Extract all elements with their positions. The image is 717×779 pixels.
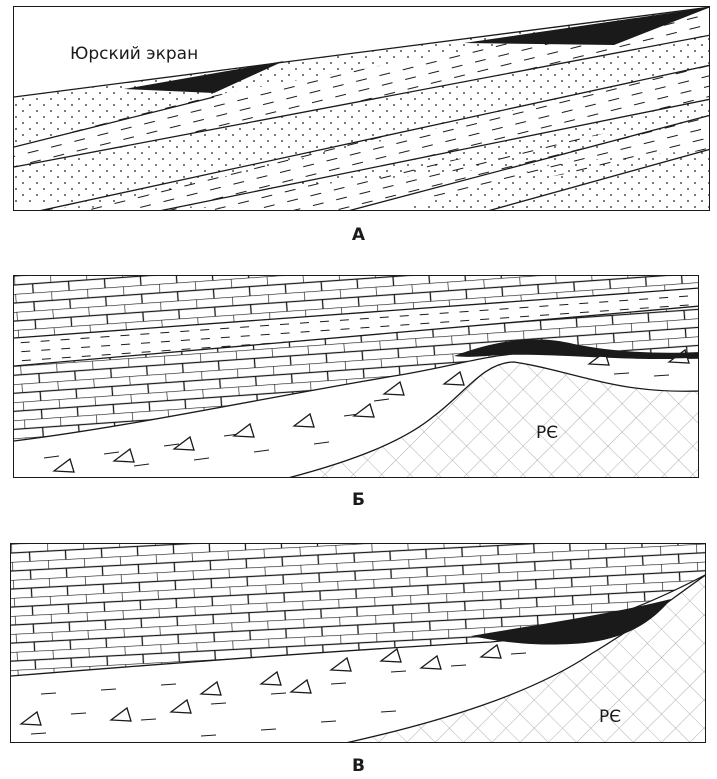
shale-band	[165, 115, 709, 210]
unconformity-line	[14, 7, 709, 98]
oil-trap	[454, 339, 698, 359]
breccia-triangles	[19, 643, 502, 726]
basement-rock	[346, 574, 705, 742]
basement-rock	[289, 361, 698, 477]
basement-label: PЄ	[536, 423, 558, 443]
section-c-drawing: PЄ	[11, 544, 705, 742]
bedding-line	[349, 114, 709, 210]
oil-trap	[464, 7, 709, 45]
bedding-line	[14, 34, 709, 168]
section-a-drawing: Юрский экран	[14, 7, 709, 210]
caption-a: А	[351, 225, 366, 245]
section-b-drawing: PЄ	[14, 276, 698, 477]
oil-trap	[124, 61, 284, 93]
caption-c: В	[352, 756, 365, 776]
section-c: PЄ	[10, 543, 706, 743]
section-a: Юрский экран	[13, 6, 710, 211]
shale-band	[14, 7, 709, 167]
basement-label: PЄ	[599, 707, 621, 727]
oil-trap	[471, 599, 671, 645]
shale-interbed	[14, 288, 698, 366]
bedding-line	[14, 96, 215, 148]
jurassic-screen-label: Юрский экран	[70, 44, 198, 64]
bedding-line	[488, 148, 709, 210]
bedding-line	[160, 98, 709, 210]
wedge-dashes	[30, 652, 527, 737]
section-b: PЄ	[13, 275, 699, 478]
bedding-line	[40, 64, 709, 210]
caption-b: Б	[352, 490, 365, 510]
